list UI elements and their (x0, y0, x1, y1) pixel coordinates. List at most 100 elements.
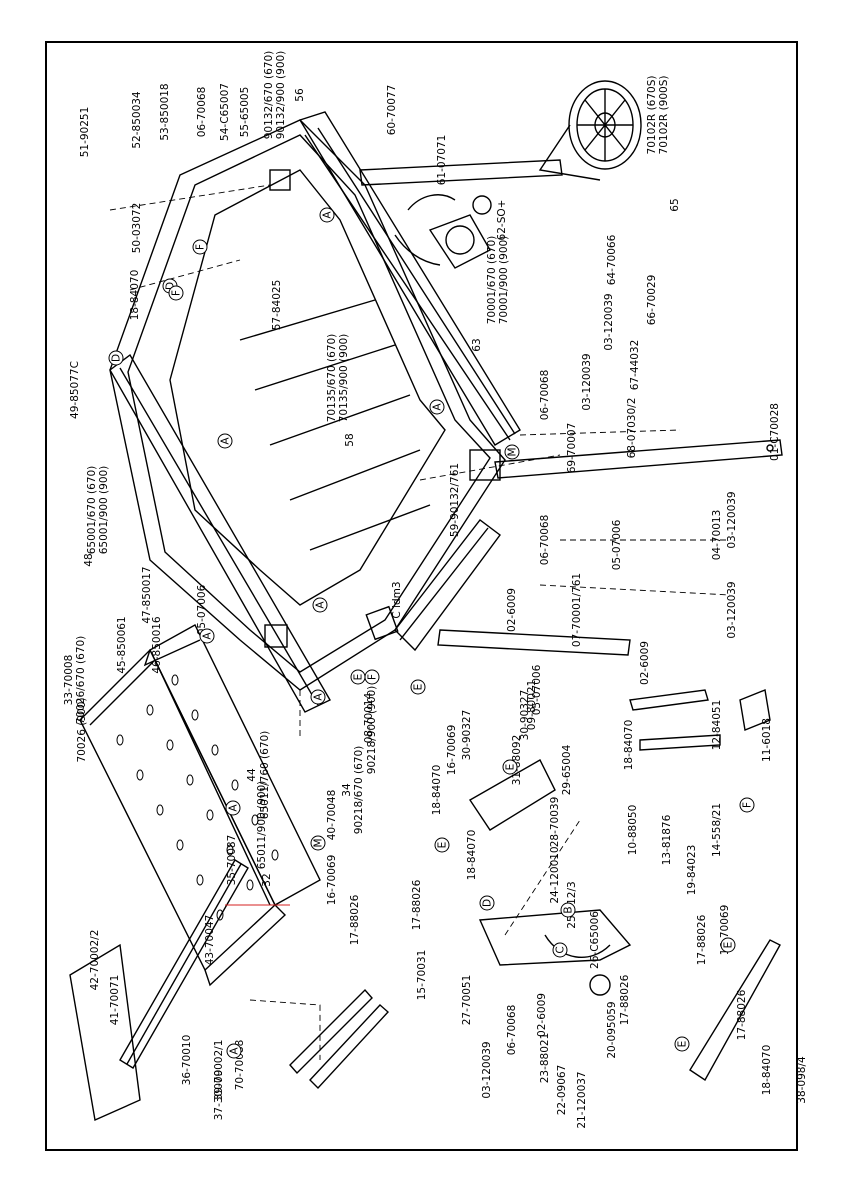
part-label: 02-6009 (506, 588, 518, 632)
part-label: 31-88092 (511, 735, 523, 786)
callout-letter: E (434, 837, 450, 853)
part-label: 35-70087 (226, 835, 238, 886)
svg-text:A: A (229, 1047, 241, 1055)
part-label: 05-07006 (196, 584, 208, 635)
bracket-parts (469, 689, 781, 1082)
svg-text:E: E (413, 684, 425, 691)
part-label: 15-70031 (416, 950, 428, 1001)
part-label: 90218/900 (900) (366, 686, 378, 775)
svg-text:A: A (322, 211, 334, 219)
part-label: 33-70008 (63, 655, 75, 706)
wheel-assembly (538, 80, 642, 181)
part-label: 60-70077 (386, 85, 398, 136)
part-label: 18-84070 (623, 720, 635, 771)
part-label: 54-C65007 (219, 83, 231, 141)
callout-letter: E (410, 679, 426, 695)
part-label: 03-120039 (726, 581, 738, 638)
part-label: 06-70068 (539, 370, 551, 421)
part-label: 16-70069 (326, 855, 338, 906)
part-label: 14-558/21 (711, 803, 723, 857)
svg-text:E: E (437, 842, 449, 849)
guide-rails (69, 859, 390, 1122)
table-holes (116, 674, 279, 921)
part-label: 02-6009 (536, 993, 548, 1037)
part-label: 18-84070 (466, 830, 478, 881)
callout-letter: E (674, 1036, 690, 1052)
svg-text:A: A (202, 632, 214, 640)
part-label: 44 (246, 768, 258, 782)
part-label: 27-70051 (461, 975, 473, 1026)
callout-letter: F (192, 239, 208, 255)
svg-text:M: M (313, 838, 325, 847)
callout-letter: A (319, 207, 335, 223)
callout-letter: M (310, 835, 326, 851)
part-label: 90132/900 (900) (275, 51, 287, 140)
part-label: 11-6018 (761, 718, 773, 762)
part-label: 08-70014 (363, 692, 375, 743)
part-label: 68-07030/2 (626, 398, 638, 459)
callout-letter: C (552, 942, 568, 958)
part-label: 05-07006 (531, 664, 543, 715)
part-label: 13-81876 (661, 814, 673, 865)
part-label: 55-65005 (239, 87, 251, 138)
part-label: 63 (471, 338, 483, 351)
svg-text:E: E (723, 942, 735, 949)
part-label: 06-70068 (196, 87, 208, 138)
main-frame (109, 111, 521, 713)
part-label: 48 (83, 553, 95, 566)
part-label: 20-095059 (606, 1001, 618, 1058)
part-label: 34 (341, 783, 353, 797)
part-label: 69-70007 (566, 423, 578, 474)
part-label: 70135/900 (900) (338, 334, 350, 423)
part-label: 04-70013 (711, 510, 723, 561)
part-label: 57-84025 (271, 280, 283, 331)
svg-text:E: E (353, 674, 365, 681)
part-label: 32 (261, 873, 273, 886)
part-label: 18-84070 (431, 765, 443, 816)
part-label: 30-90327 (461, 710, 473, 761)
extension-table (79, 624, 321, 987)
part-label: 28-70039 (549, 797, 561, 848)
part-label: 16-70069 (446, 725, 458, 776)
callout-letter: E (350, 669, 366, 685)
part-label: 18-84070 (761, 1045, 773, 1096)
part-label: 19-84023 (686, 845, 698, 896)
part-label: 58 (344, 433, 356, 446)
part-label: 30-90327 (519, 690, 531, 741)
part-label: 02-6009 (639, 641, 651, 685)
part-label: 50-03072 (131, 203, 143, 254)
part-label: 52-850034 (131, 91, 143, 149)
part-label: 05-07006 (611, 519, 623, 570)
part-label: 65 (669, 198, 681, 211)
part-label: 62-SO+ (496, 200, 508, 241)
part-label: 49-85077C (69, 361, 81, 419)
svg-text:F: F (742, 802, 754, 808)
part-label: 17-88026 (411, 879, 423, 930)
callout-letter: A (312, 597, 328, 613)
part-label: 65011/760 (670) (259, 731, 271, 820)
part-label: 03-120039 (726, 491, 738, 548)
callout-letter: E (720, 937, 736, 953)
callout-letter: M (504, 444, 520, 460)
stand-legs (359, 159, 783, 656)
part-label: 23-88021 (539, 1033, 551, 1084)
part-label: 09-80021 (526, 680, 538, 731)
part-label: 03-120039 (481, 1041, 493, 1098)
callout-letter: A (429, 399, 445, 415)
part-label: 39-70002/1 (213, 1040, 225, 1101)
part-label: 90132/670 (670) (263, 51, 275, 140)
callout-letter: E (502, 759, 518, 775)
part-label: 18-84070 (129, 270, 141, 321)
part-label: 42-70002/2 (89, 930, 101, 991)
svg-text:B: B (563, 906, 575, 913)
svg-text:F: F (367, 674, 379, 680)
drawing-frame (45, 41, 798, 1151)
part-label: 53-850018 (159, 83, 171, 140)
part-label: 24-120010 (549, 846, 561, 903)
part-label: 65001/900 (900) (98, 466, 110, 555)
part-label: 03-120039 (603, 293, 615, 350)
part-label: 17-88026 (696, 914, 708, 965)
part-label: 61-07071 (436, 135, 448, 186)
